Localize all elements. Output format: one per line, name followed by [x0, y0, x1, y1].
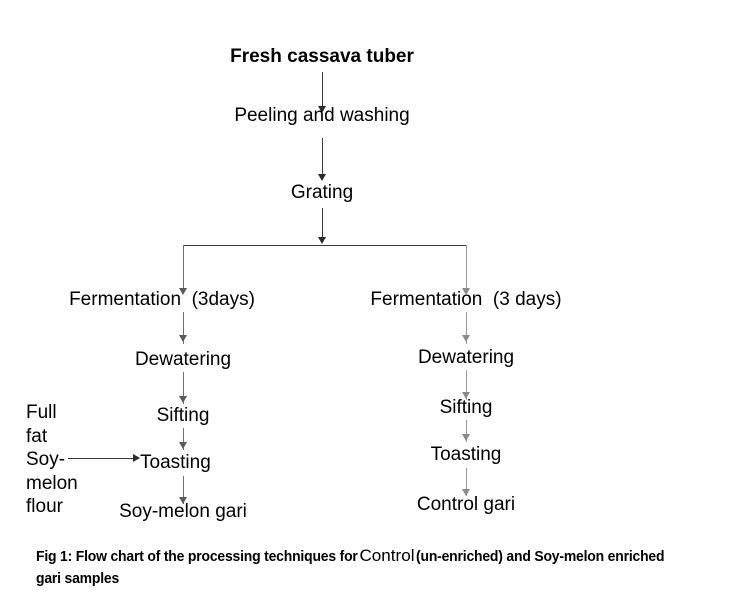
node-right-product-control-gari: Control gari [416, 494, 516, 515]
node-left-fermentation: Fermentation (3days) [69, 289, 255, 310]
side-input-line-2: fat [26, 425, 48, 447]
node-right-toasting: Toasting [430, 444, 502, 465]
arrowhead-right-dewatering-to-sifting [462, 392, 470, 399]
caption-prefix: Fig 1: Flow chart of the processing tech… [36, 548, 362, 565]
arrowhead-split-to-left-fermentation [179, 288, 187, 295]
arrowhead-split-to-right-fermentation [462, 288, 470, 295]
node-right-dewatering: Dewatering [417, 347, 515, 368]
side-input-line-4: melon [26, 472, 78, 494]
figure-caption: Fig 1: Flow chart of the processing tech… [36, 545, 687, 590]
arrowhead-tuber-to-peeling [318, 106, 326, 113]
node-left-toasting: Toasting [140, 452, 211, 473]
connector-split-to-right-fermentation [466, 245, 467, 293]
connector-split-to-left-fermentation [183, 245, 184, 293]
connector-tuber-to-peeling [322, 72, 323, 108]
node-peeling-and-washing: Peeling and washing [234, 105, 410, 126]
connector-left-sifting-to-toasting [183, 428, 184, 450]
node-left-product-soy-melon-gari: Soy-melon gari [119, 501, 247, 522]
arrowhead-right-toasting-to-product [462, 489, 470, 496]
connector-left-dewatering-to-sifting [183, 372, 184, 404]
connector-split-bar [183, 245, 467, 246]
node-left-sifting: Sifting [156, 405, 210, 426]
caption-emphasis-control: Control [359, 546, 415, 565]
arrowhead-right-fermentation-to-dewatering [462, 335, 470, 342]
arrowhead-grating-to-split [318, 237, 326, 244]
arrowhead-side-input-to-toasting [133, 454, 140, 462]
arrowhead-left-fermentation-to-dewatering [179, 335, 187, 342]
connector-grating-to-split [322, 208, 323, 240]
side-input-line-5: flour [26, 496, 63, 517]
connector-right-fermentation-to-dewatering [466, 312, 467, 344]
side-input-line-1: Full [26, 402, 57, 423]
connector-right-toasting-to-product [466, 468, 467, 496]
arrowhead-right-sifting-to-toasting [462, 434, 470, 441]
side-input-line-3: Soy- [26, 449, 66, 470]
node-grating: Grating [290, 182, 354, 203]
connector-peeling-to-grating [322, 138, 323, 178]
node-left-dewatering: Dewatering [134, 349, 232, 370]
node-right-sifting: Sifting [439, 397, 493, 418]
arrowhead-peeling-to-grating [318, 174, 326, 181]
arrowhead-left-sifting-to-toasting [179, 442, 187, 449]
node-right-fermentation: Fermentation (3 days) [370, 289, 562, 310]
side-input-full-fat-soy-melon-flour: Full fat Soy- melon flour [26, 401, 78, 519]
connector-right-dewatering-to-sifting [466, 370, 467, 400]
caption-suffix: (un-enriched) and Soy-melon enriched gar… [36, 548, 665, 587]
connector-left-toasting-to-product [183, 476, 184, 504]
node-fresh-cassava-tuber: Fresh cassava tuber [230, 46, 414, 67]
arrowhead-left-dewatering-to-sifting [179, 396, 187, 403]
connector-left-fermentation-to-dewatering [183, 312, 184, 344]
connector-right-sifting-to-toasting [466, 420, 467, 442]
connector-side-input-to-toasting [68, 458, 134, 459]
arrowhead-left-toasting-to-product [179, 497, 187, 504]
